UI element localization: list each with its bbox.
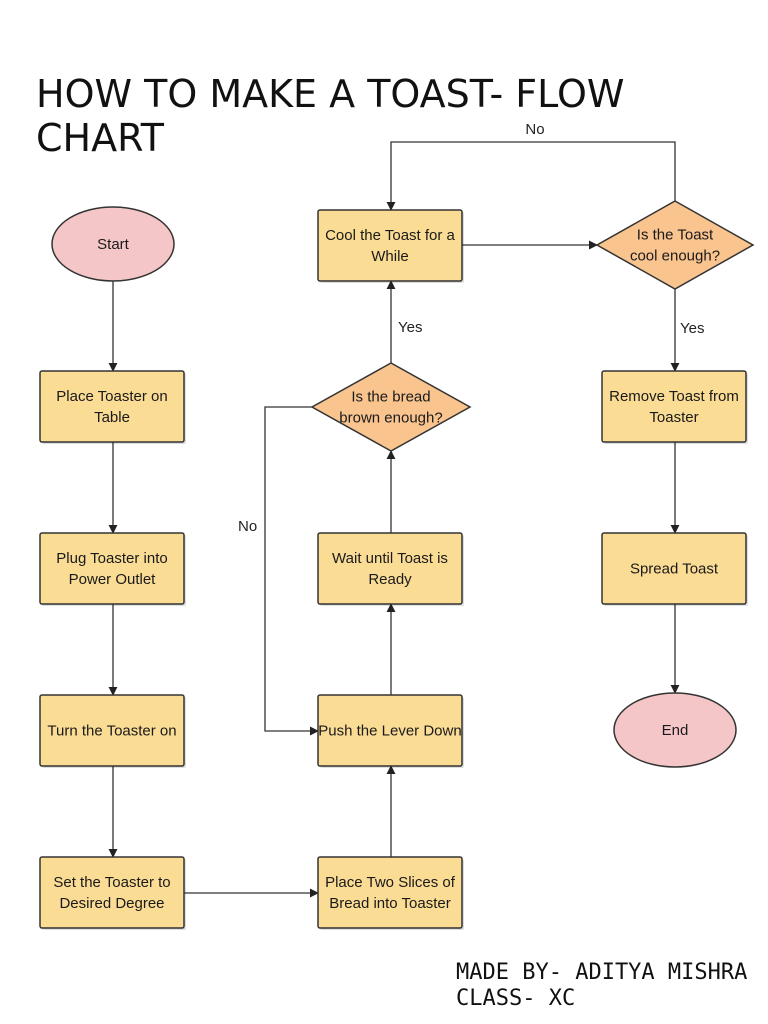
edge-label-no-cool: No	[525, 121, 544, 138]
decision-diamond	[595, 200, 755, 290]
node-label: Set the Toaster to	[53, 874, 170, 891]
class-text: CLASS- XC	[456, 986, 576, 1011]
node-start: Start	[51, 206, 175, 282]
node-spread-toast: Spread Toast	[601, 532, 748, 606]
node-label: Cool the Toast for a	[325, 227, 455, 244]
terminal-ellipse	[613, 692, 737, 768]
node-label: cool enough?	[630, 248, 720, 265]
edge-label-yes-brown: Yes	[398, 319, 422, 336]
edge-toastcool-no-to-cool	[386, 141, 676, 211]
node-wait: Wait until Toast is Ready	[317, 532, 464, 606]
node-bread-brown: Is the bread brown enough?	[310, 362, 472, 452]
process-box	[39, 856, 185, 929]
node-label: Place Toaster on	[56, 388, 167, 405]
process-box	[317, 856, 463, 929]
node-label: Spread Toast	[630, 561, 719, 578]
node-label: brown enough?	[339, 410, 442, 427]
footer-credits: MADE BY- ADITYA MISHRA CLASS- XC	[456, 960, 768, 1012]
node-cool-toast: Cool the Toast for a While	[317, 209, 464, 283]
node-turn-on: Turn the Toaster on	[39, 694, 186, 768]
node-place-slices: Place Two Slices of Bread into Toaster	[317, 856, 464, 930]
node-label: Ready	[368, 571, 412, 588]
process-box	[39, 370, 185, 443]
node-label: Desired Degree	[59, 895, 164, 912]
page-title: HOW TO MAKE A TOAST- FLOW CHART	[36, 72, 736, 160]
node-set-degree: Set the Toaster to Desired Degree	[39, 856, 186, 930]
node-label: Is the Toast	[637, 227, 714, 244]
node-label: Is the bread	[351, 389, 430, 406]
edge-label-no-brown: No	[238, 518, 257, 535]
node-label: Start	[97, 236, 130, 253]
process-box	[39, 532, 185, 605]
process-box	[317, 209, 463, 282]
edge-label-yes-cool: Yes	[680, 320, 704, 337]
decision-diamond	[310, 362, 472, 452]
title-line-1: HOW TO MAKE A TOAST- FLOW	[36, 72, 625, 116]
node-label: Turn the Toaster on	[47, 723, 176, 740]
made-by-text: MADE BY- ADITYA MISHRA	[456, 960, 748, 985]
process-box	[317, 532, 463, 605]
node-label: Plug Toaster into	[56, 550, 167, 567]
process-box	[601, 370, 747, 443]
node-label: End	[662, 722, 689, 739]
process-box	[39, 694, 185, 767]
node-place-toaster: Place Toaster on Table	[39, 370, 186, 444]
node-label: Bread into Toaster	[329, 895, 450, 912]
node-label: Table	[94, 409, 130, 426]
node-label: Push the Lever Down	[318, 723, 461, 740]
node-label: Place Two Slices of	[325, 874, 456, 891]
edge-brown-no-to-push	[264, 406, 319, 736]
node-label: Remove Toast from	[609, 388, 739, 405]
process-box	[317, 694, 463, 767]
process-box	[601, 532, 747, 605]
node-label: Toaster	[649, 409, 698, 426]
node-label: Wait until Toast is	[332, 550, 448, 567]
node-end: End	[613, 692, 737, 768]
node-toast-cool: Is the Toast cool enough?	[595, 200, 755, 290]
terminal-ellipse	[51, 206, 175, 282]
title-line-2: CHART	[36, 116, 164, 160]
node-label: Power Outlet	[69, 571, 157, 588]
node-push-lever: Push the Lever Down	[317, 694, 464, 768]
node-label: While	[371, 248, 409, 265]
